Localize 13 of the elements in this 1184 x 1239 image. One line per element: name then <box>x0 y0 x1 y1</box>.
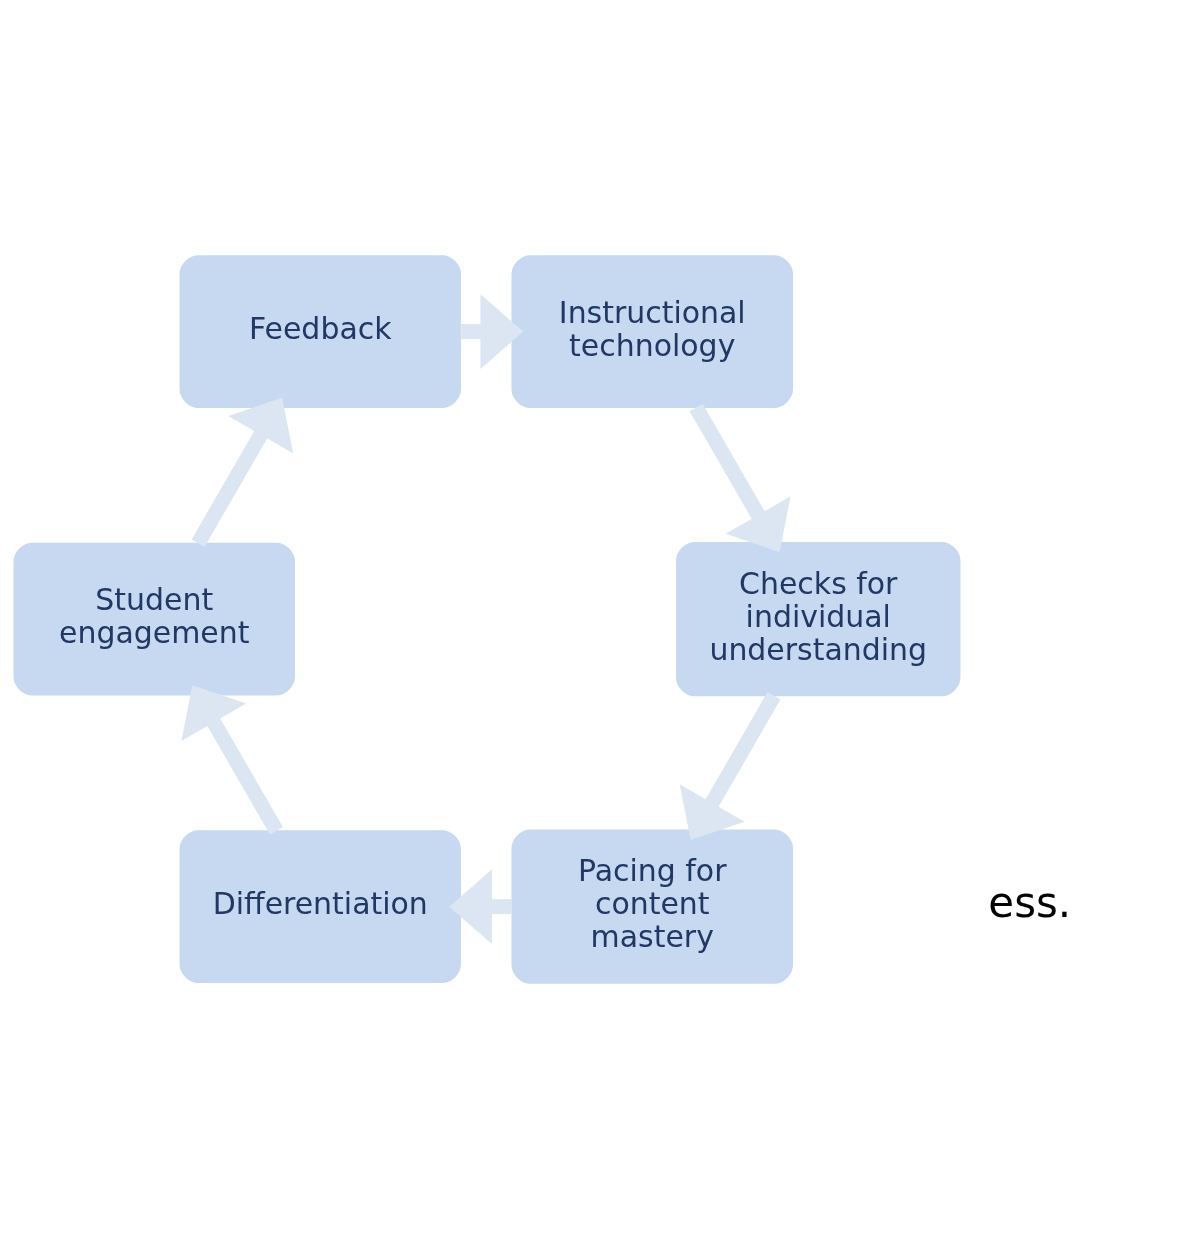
arrow <box>449 869 512 945</box>
node-box: Pacing for content mastery <box>511 829 793 984</box>
node-box: Differentiation <box>179 830 461 983</box>
node-box: Student engagement <box>13 542 295 696</box>
node-box: Feedback <box>179 255 461 408</box>
arrow <box>689 403 791 553</box>
node-box: Checks for individual understanding <box>676 542 961 697</box>
arrow <box>460 294 524 370</box>
label: ess. <box>988 877 1072 927</box>
node-box: Instructional technology <box>511 255 793 408</box>
arrow <box>679 692 781 841</box>
arrow <box>181 685 283 835</box>
arrow <box>191 397 294 547</box>
